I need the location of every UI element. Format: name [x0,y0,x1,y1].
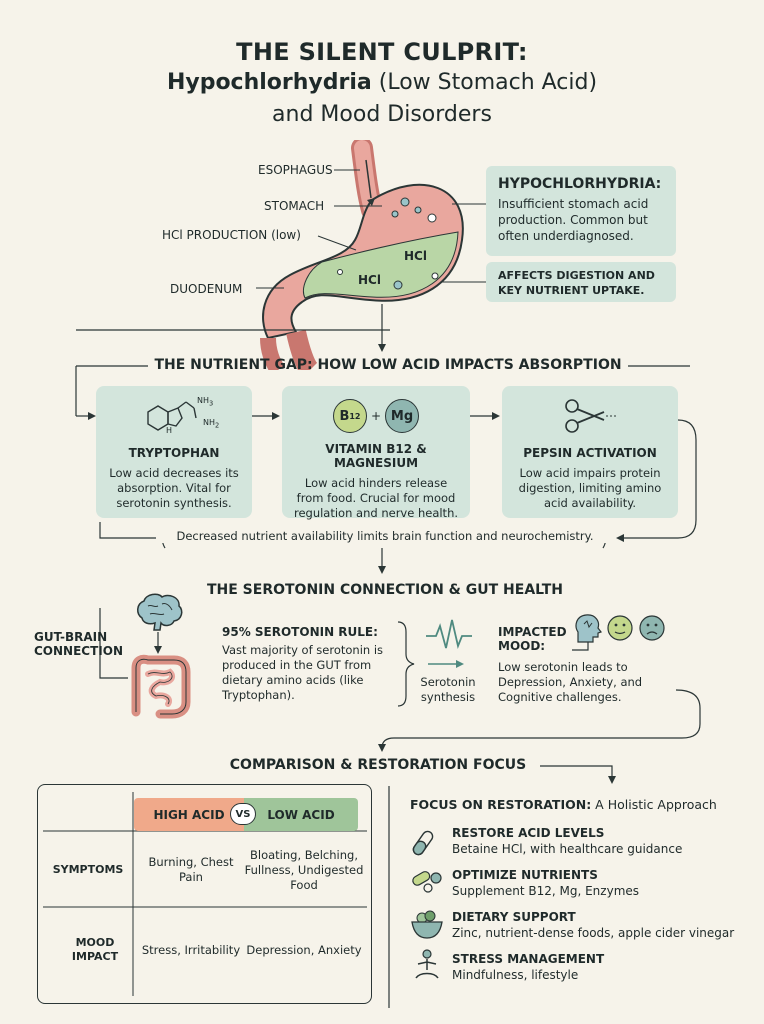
comparison-heading: COMPARISON & RESTORATION FOCUS [229,757,527,773]
cell-low-mood: Depression, Anxiety [246,942,362,957]
rule-title: 95% SEROTONIN RULE: [222,625,378,639]
impacted-mood-text: Low serotonin leads to Depression, Anxie… [498,660,643,704]
hypochlorhydria-box: HYPOCHLORHYDRIA: Insufficient stomach ac… [486,166,676,256]
title-line-2: Hypochlorhydria (Low Stomach Acid) [0,70,764,95]
restoration-heading: FOCUS ON RESTORATION: A Holistic Approac… [410,797,717,812]
scissors-icon [565,399,618,433]
pills-icon [412,871,442,893]
impacted-mood-title: IMPACTED MOOD: [498,625,567,653]
cell-low-symptoms: Bloating, Belching, Fullness, Undigested… [244,847,364,892]
brain-icon [137,593,183,631]
label-esophagus: ESOPHAGUS [258,163,333,177]
title-low-stomach-acid: (Low Stomach Acid) [371,70,598,95]
stomach-diagram [256,140,486,370]
h-label: H [166,426,173,435]
hcl-mark: HCl [358,273,381,287]
sad-face-icon [639,615,665,641]
restoration-item-acid: RESTORE ACID LEVELS Betaine HCl, with he… [452,826,683,856]
card-text: Low acid decreases its absorption. Vital… [109,466,239,510]
card-tryptophan: NH3 NH2 H TRYPTOPHAN Low acid decreases … [96,386,252,518]
rule-text: Vast majority of serotonin is produced i… [222,643,384,702]
meditation-icon [415,949,439,979]
head-profile-icon [575,614,602,643]
serotonin-rule: 95% SEROTONIN RULE: Vast majority of ser… [222,625,392,703]
gut-brain-label: GUT-BRAIN CONNECTION [34,630,123,658]
label-stomach: STOMACH [264,199,325,213]
bowl-icon [411,910,443,939]
card-text: Low acid hinders release from food. Cruc… [293,476,459,520]
title-line-3: and Mood Disorders [272,102,492,127]
title-line-1: THE SILENT CULPRIT: [236,38,528,66]
row-label-symptoms: SYMPTOMS [52,863,124,876]
nutrient-gap-note: Decreased nutrient availability limits b… [160,529,610,543]
restoration-icons [411,830,443,979]
tryptophan-molecule-icon [147,401,197,431]
vs-badge: VS [230,803,256,825]
card-text: Low acid impairs protein digestion, limi… [518,466,662,510]
table-grid [43,792,367,996]
hypochlorhydria-title: HYPOCHLORHYDRIA: [498,176,662,192]
label-hcl-production: HCl PRODUCTION (low) [162,228,301,242]
hypochlorhydria-text: Insufficient stomach acid production. Co… [498,197,649,243]
neutral-face-icon [607,615,633,641]
mood-faces [575,614,665,643]
label-duodenum: DUODENUM [170,282,243,296]
mg-badge: Mg [385,399,420,433]
high-acid-header: HIGH ACID [134,798,244,831]
serotonin-heading: THE SEROTONIN CONNECTION & GUT HEALTH [206,582,564,598]
restoration-item-diet: DIETARY SUPPORT Zinc, nutrient-dense foo… [452,910,735,940]
nh2-label: NH2 [203,418,220,430]
cell-high-mood: Stress, Irritability [141,942,241,957]
restoration-item-nutrients: OPTIMIZE NUTRIENTS Supplement B12, Mg, E… [452,868,640,898]
cell-high-symptoms: Burning, Chest Pain [148,855,234,884]
card-title: VITAMIN B12 & MAGNESIUM [325,442,427,470]
low-acid-header: LOW ACID [244,798,358,831]
row-label-mood-impact: MOOD IMPACT [71,936,119,963]
intestines-icon [131,654,191,719]
restoration-item-stress: STRESS MANAGEMENT Mindfulness, lifestyle [452,952,605,982]
card-title: PEPSIN ACTIVATION [523,446,657,460]
test-tube-icon [412,830,434,856]
hcl-mark: HCl [404,249,427,263]
serotonin-synthesis-label: Serotonin synthesis [420,675,476,704]
plus-sign: + [370,409,382,423]
affects-digestion-box: AFFECTS DIGESTION AND KEY NUTRIENT UPTAK… [486,262,676,302]
title-hypochlorhydria: Hypochlorhydria [166,70,372,95]
card-title: TRYPTOPHAN [128,446,220,460]
nh3-label: NH3 [197,396,214,408]
comparison-table [37,784,372,1004]
card-pepsin: PEPSIN ACTIVATION Low acid impairs prote… [502,386,678,518]
nutrient-gap-heading: THE NUTRIENT GAP: HOW LOW ACID IMPACTS A… [154,357,622,373]
